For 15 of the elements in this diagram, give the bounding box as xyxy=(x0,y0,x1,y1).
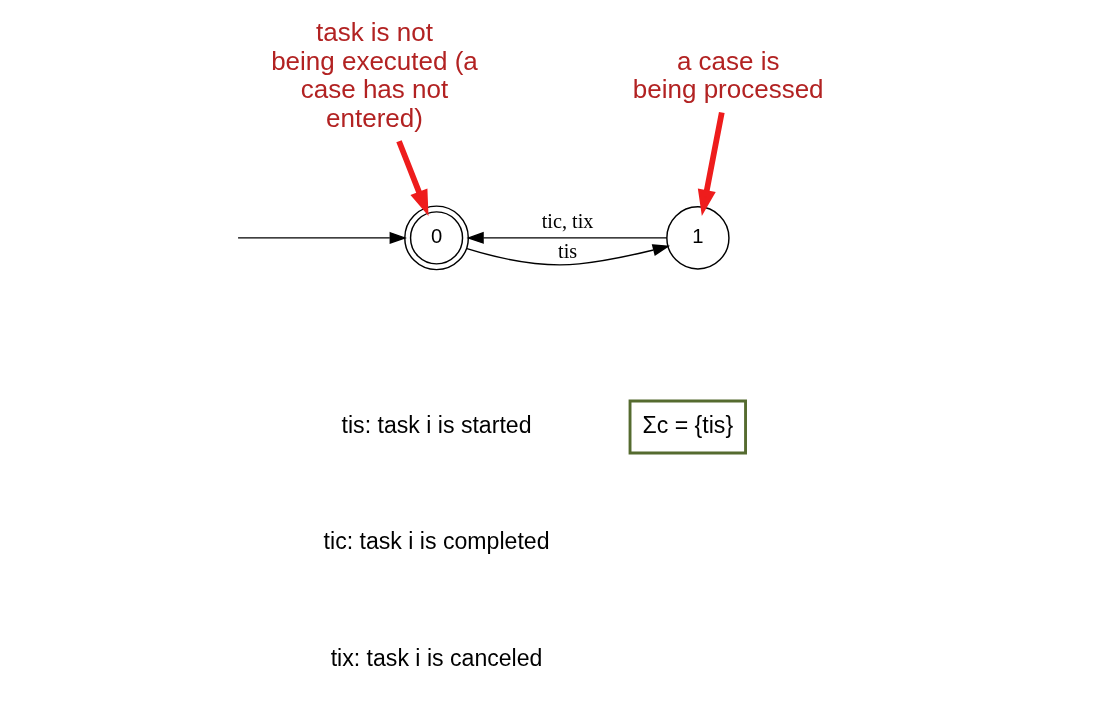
node-circle: 1 xyxy=(665,206,730,270)
node-box: Σc = {tis} xyxy=(628,399,747,455)
arrow xyxy=(395,140,428,216)
arrow xyxy=(236,231,407,244)
label: tic: task i is completed xyxy=(323,528,549,555)
edge-label: tis xyxy=(557,240,577,263)
arrow xyxy=(465,244,670,266)
node-text: a case is being processed xyxy=(632,45,824,105)
label: tix: task i is canceled xyxy=(330,645,542,672)
arrow xyxy=(465,231,668,244)
label: tis: task i is started xyxy=(341,411,532,438)
edge-label: tic, tix xyxy=(541,210,593,233)
node-circle: 0 xyxy=(403,205,469,271)
arrow xyxy=(697,111,725,216)
node-text: task is not being executed (a case has not entered) xyxy=(270,16,478,134)
